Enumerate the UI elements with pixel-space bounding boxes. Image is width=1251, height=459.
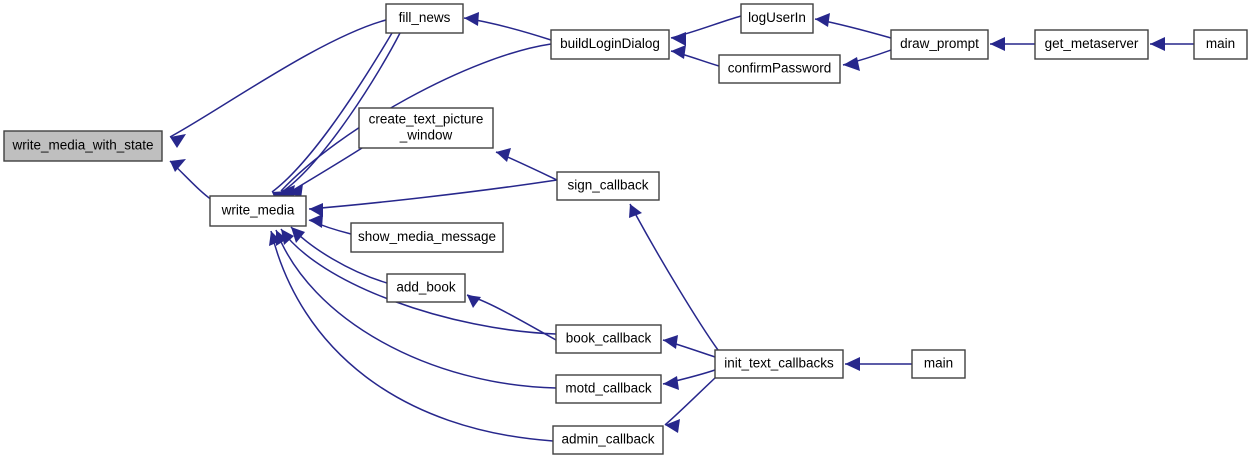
- arrowhead-icon: [663, 376, 679, 390]
- node-admin_callback[interactable]: admin_callback: [552, 425, 664, 455]
- node-main_callbacks[interactable]: main: [911, 349, 966, 379]
- call-edge-admin_callback-to-write_media: [269, 230, 554, 442]
- node-main_top[interactable]: main: [1193, 29, 1248, 60]
- arrowhead-icon: [671, 45, 686, 59]
- node-init_text_callbacks[interactable]: init_text_callbacks: [714, 349, 844, 379]
- call-edge-main_callbacks-to-init_text_callbacks: [845, 357, 912, 371]
- call-edge-draw_prompt-to-logUserIn: [814, 13, 892, 39]
- edge-line: [275, 229, 557, 389]
- arrowhead-icon: [309, 214, 323, 228]
- call-edge-fill_news-to-write_media_with_state: [169, 19, 387, 148]
- node-box[interactable]: [385, 3, 464, 34]
- call-edge-main_top-to-get_metaserver: [1150, 37, 1194, 51]
- call-edge-draw_prompt-to-confirmPassword: [842, 49, 892, 71]
- node-box[interactable]: [556, 171, 660, 201]
- node-create_text_picture_window[interactable]: create_text_picture_window: [358, 107, 494, 149]
- node-box[interactable]: [550, 29, 670, 60]
- call-edge-sign_callback-to-create_text_picture_window: [495, 148, 558, 181]
- node-layer: write_media_with_state write_media fill_ne…: [3, 3, 1248, 455]
- node-box[interactable]: [740, 3, 814, 34]
- node-box[interactable]: [386, 273, 466, 303]
- edge-line: [308, 179, 558, 210]
- node-motd_callback[interactable]: motd_callback: [555, 374, 662, 404]
- node-box[interactable]: [714, 349, 844, 379]
- node-box[interactable]: [209, 195, 307, 227]
- node-box[interactable]: [358, 107, 494, 149]
- call-edge-confirmPassword-to-buildLoginDialog: [670, 45, 720, 67]
- arrowhead-icon: [845, 357, 860, 371]
- node-write_media_with_state[interactable]: write_media_with_state: [3, 130, 163, 162]
- call-edge-logUserIn-to-buildLoginDialog: [670, 15, 742, 46]
- node-box[interactable]: [555, 324, 662, 354]
- edge-line: [270, 230, 554, 442]
- edge-line: [280, 43, 552, 192]
- call-edge-create_text_picture_window-to-write_media: [289, 147, 363, 199]
- node-box[interactable]: [1193, 29, 1248, 60]
- call-edge-motd_callback-to-write_media: [275, 229, 557, 389]
- call-edge-get_metaserver-to-draw_prompt: [990, 37, 1035, 51]
- arrowhead-icon: [496, 148, 511, 162]
- node-get_metaserver[interactable]: get_metaserver: [1034, 29, 1149, 60]
- node-box[interactable]: [911, 349, 966, 379]
- node-box[interactable]: [555, 374, 662, 404]
- call-edge-add_book-to-write_media: [290, 226, 388, 284]
- arrowhead-icon: [170, 134, 186, 148]
- edge-line: [271, 32, 393, 193]
- arrowhead-icon: [990, 37, 1005, 51]
- arrowhead-icon: [663, 335, 678, 349]
- node-sign_callback[interactable]: sign_callback: [556, 171, 660, 201]
- edge-layer: [169, 12, 1194, 442]
- arrowhead-icon: [1150, 37, 1165, 51]
- node-draw_prompt[interactable]: draw_prompt: [890, 29, 989, 60]
- edge-line: [169, 19, 387, 138]
- arrowhead-icon: [281, 229, 294, 245]
- arrowhead-icon: [815, 13, 830, 27]
- call-edge-init_text_callbacks-to-motd_callback: [662, 369, 716, 390]
- edge-line: [281, 32, 401, 193]
- call-edge-init_text_callbacks-to-admin_callback: [664, 377, 716, 433]
- node-add_book[interactable]: add_book: [386, 273, 466, 303]
- node-buildLoginDialog[interactable]: buildLoginDialog: [550, 29, 670, 60]
- arrowhead-icon: [276, 230, 287, 246]
- call-edge-write_media-to-write_media_with_state: [169, 159, 213, 201]
- node-box[interactable]: [3, 130, 163, 162]
- arrowhead-icon: [671, 32, 686, 46]
- arrowhead-icon: [309, 203, 323, 217]
- call-edge-init_text_callbacks-to-sign_callback: [629, 203, 719, 351]
- node-box[interactable]: [890, 29, 989, 60]
- arrowhead-icon: [290, 184, 303, 199]
- node-fill_news[interactable]: fill_news: [385, 3, 464, 34]
- arrowhead-icon: [843, 57, 860, 71]
- call-edge-sign_callback-to-write_media: [308, 179, 558, 217]
- node-show_media_message[interactable]: show_media_message: [350, 222, 504, 253]
- arrowhead-icon: [291, 227, 305, 243]
- node-box[interactable]: [718, 54, 841, 84]
- call-edge-show_media_message-to-write_media: [308, 214, 352, 235]
- arrowhead-icon: [665, 419, 680, 433]
- arrowhead-icon: [464, 12, 479, 26]
- arrowhead-icon: [269, 231, 281, 246]
- arrowhead-icon: [467, 295, 481, 308]
- node-write_media[interactable]: write_media: [209, 195, 307, 227]
- call-edge-buildLoginDialog-to-fill_news: [463, 12, 552, 41]
- node-logUserIn[interactable]: logUserIn: [740, 3, 814, 34]
- edge-line: [629, 203, 719, 351]
- node-box[interactable]: [1034, 29, 1149, 60]
- node-confirmPassword[interactable]: confirmPassword: [718, 54, 841, 84]
- node-box[interactable]: [552, 425, 664, 455]
- edge-line: [664, 377, 716, 426]
- call-edge-init_text_callbacks-to-book_callback: [662, 335, 716, 358]
- node-book_callback[interactable]: book_callback: [555, 324, 662, 354]
- arrowhead-icon: [170, 159, 186, 172]
- arrowhead-icon: [629, 204, 642, 218]
- node-box[interactable]: [350, 222, 504, 253]
